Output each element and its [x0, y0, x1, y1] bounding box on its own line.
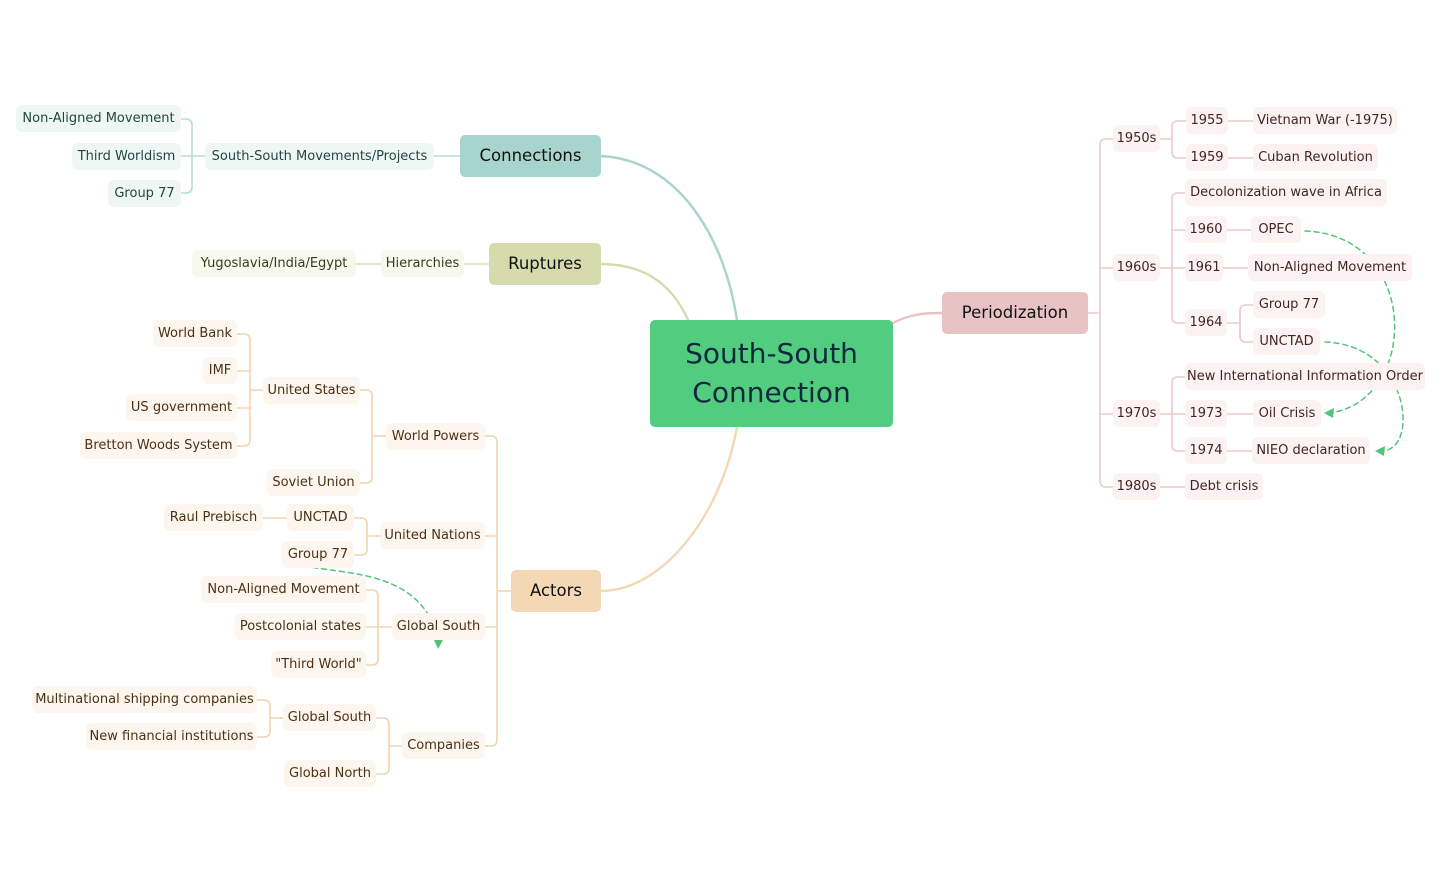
world-bank-node[interactable]: World Bank	[153, 320, 237, 347]
companies-global-south-node[interactable]: Global South	[283, 704, 376, 731]
debt-crisis-node[interactable]: Debt crisis	[1185, 473, 1263, 500]
group-77-node[interactable]: Group 77	[108, 180, 181, 207]
connector-periodization	[891, 311, 944, 325]
year-1955-node[interactable]: 1955	[1186, 107, 1228, 134]
vietnam-war-node[interactable]: Vietnam War (-1975)	[1253, 107, 1397, 134]
world-powers-node[interactable]: World Powers	[386, 423, 485, 450]
decolonization-africa-node[interactable]: Decolonization wave in Africa	[1185, 179, 1387, 206]
comp-l1-branch-1	[375, 767, 390, 775]
global-north-node[interactable]: Global North	[284, 760, 376, 787]
comp-l1-branch-0	[375, 717, 390, 725]
third-worldism-node[interactable]: Third Worldism	[72, 143, 181, 170]
y1964-l1-branch-1	[1239, 335, 1254, 343]
per-l1-branch-0	[1099, 138, 1114, 146]
d60-l1-branch-0	[1171, 192, 1186, 200]
imf-node[interactable]: IMF	[203, 357, 237, 384]
ruptures-topic[interactable]: Ruptures	[489, 243, 601, 285]
us-l1-branch-0	[236, 333, 251, 341]
decade-1960s-node[interactable]: 1960s	[1113, 254, 1160, 281]
year-1973-node[interactable]: 1973	[1185, 400, 1227, 427]
decade-1970s-node[interactable]: 1970s	[1113, 400, 1160, 427]
un-l1-branch-0	[353, 517, 368, 525]
connections-topic[interactable]: Connections	[460, 135, 601, 177]
bretton-woods-node[interactable]: Bretton Woods System	[80, 432, 237, 459]
postcolonial-states-node[interactable]: Postcolonial states	[235, 613, 366, 640]
united-states-node[interactable]: United States	[263, 377, 360, 404]
actors-l1-branch-3	[484, 739, 498, 747]
unctad-node[interactable]: UNCTAD	[287, 504, 354, 531]
cgs-l1-branch-0	[256, 699, 271, 707]
connector-actors	[599, 425, 739, 593]
actors-l1-branch-0	[484, 435, 498, 443]
us-government-node[interactable]: US government	[126, 394, 237, 421]
p-group-77-node[interactable]: Group 77	[1253, 291, 1325, 318]
periodization-topic[interactable]: Periodization	[942, 292, 1088, 334]
conn-l2-branch-0	[180, 118, 193, 126]
relation-opec-oil-crisis-arrowhead	[1324, 408, 1334, 418]
relation-group77-global-south-arrowhead	[434, 640, 443, 649]
d50-l1-branch-0	[1171, 120, 1187, 128]
central-topic-line2: Connection	[692, 375, 851, 409]
central-topic[interactable]: South-South Connection	[650, 320, 893, 427]
hierarchies-node[interactable]: Hierarchies	[381, 250, 464, 277]
conn-l2-branch-2	[180, 186, 193, 194]
year-1960-node[interactable]: 1960	[1185, 216, 1227, 243]
companies-node[interactable]: Companies	[402, 732, 485, 759]
y1964-l1-branch-0	[1239, 304, 1254, 312]
year-1964-node[interactable]: 1964	[1185, 309, 1227, 336]
p-unctad-node[interactable]: UNCTAD	[1253, 328, 1320, 355]
gs-l1-branch-2	[365, 658, 379, 666]
wp-l1-branch-0	[359, 389, 373, 397]
soviet-union-node[interactable]: Soviet Union	[267, 469, 360, 496]
raul-prebisch-node[interactable]: Raul Prebisch	[164, 504, 263, 531]
yugoslavia-india-egypt-node[interactable]: Yugoslavia/India/Egypt	[192, 250, 356, 277]
cuban-revolution-node[interactable]: Cuban Revolution	[1253, 144, 1378, 171]
global-south-node[interactable]: Global South	[392, 613, 485, 640]
niio-node[interactable]: New International Information Order	[1185, 363, 1425, 390]
non-aligned-movement-node[interactable]: Non-Aligned Movement	[16, 105, 181, 132]
d60-l1-branch-3	[1171, 316, 1186, 324]
actors-topic[interactable]: Actors	[511, 570, 601, 612]
decade-1950s-node[interactable]: 1950s	[1113, 125, 1160, 152]
cgs-l1-branch-1	[256, 730, 271, 738]
central-topic-line1: South-South	[685, 337, 858, 371]
financial-institutions-node[interactable]: New financial institutions	[86, 723, 257, 750]
connector-ruptures	[599, 262, 690, 322]
united-nations-node[interactable]: United Nations	[380, 522, 485, 549]
third-world-node[interactable]: "Third World"	[271, 651, 366, 678]
opec-node[interactable]: OPEC	[1251, 216, 1301, 243]
year-1959-node[interactable]: 1959	[1186, 144, 1228, 171]
relation-unctad-nieo	[1324, 341, 1404, 452]
gs-non-aligned-movement-node[interactable]: Non-Aligned Movement	[201, 576, 366, 603]
un-group-77-node[interactable]: Group 77	[282, 541, 354, 568]
d70-l1-branch-0	[1171, 376, 1186, 384]
gs-l1-branch-0	[365, 589, 379, 597]
connector-connections	[599, 154, 739, 322]
p-non-aligned-movement-node[interactable]: Non-Aligned Movement	[1248, 254, 1412, 281]
year-1961-node[interactable]: 1961	[1185, 254, 1223, 281]
nieo-declaration-node[interactable]: NIEO declaration	[1252, 437, 1370, 464]
un-l1-branch-1	[353, 548, 368, 556]
per-l1-branch-3	[1099, 480, 1114, 488]
relation-opec-oil-crisis	[1304, 230, 1396, 414]
d50-l1-branch-1	[1171, 151, 1187, 159]
d70-l1-branch-2	[1171, 444, 1186, 452]
south-south-movements-node[interactable]: South-South Movements/Projects	[205, 143, 434, 170]
shipping-companies-node[interactable]: Multinational shipping companies	[32, 686, 257, 713]
wp-l1-branch-1	[359, 476, 373, 484]
year-1974-node[interactable]: 1974	[1185, 437, 1227, 464]
oil-crisis-node[interactable]: Oil Crisis	[1253, 400, 1321, 427]
us-l1-branch-3	[236, 439, 251, 447]
decade-1980s-node[interactable]: 1980s	[1113, 473, 1160, 500]
relation-unctad-nieo-arrowhead	[1375, 446, 1385, 456]
